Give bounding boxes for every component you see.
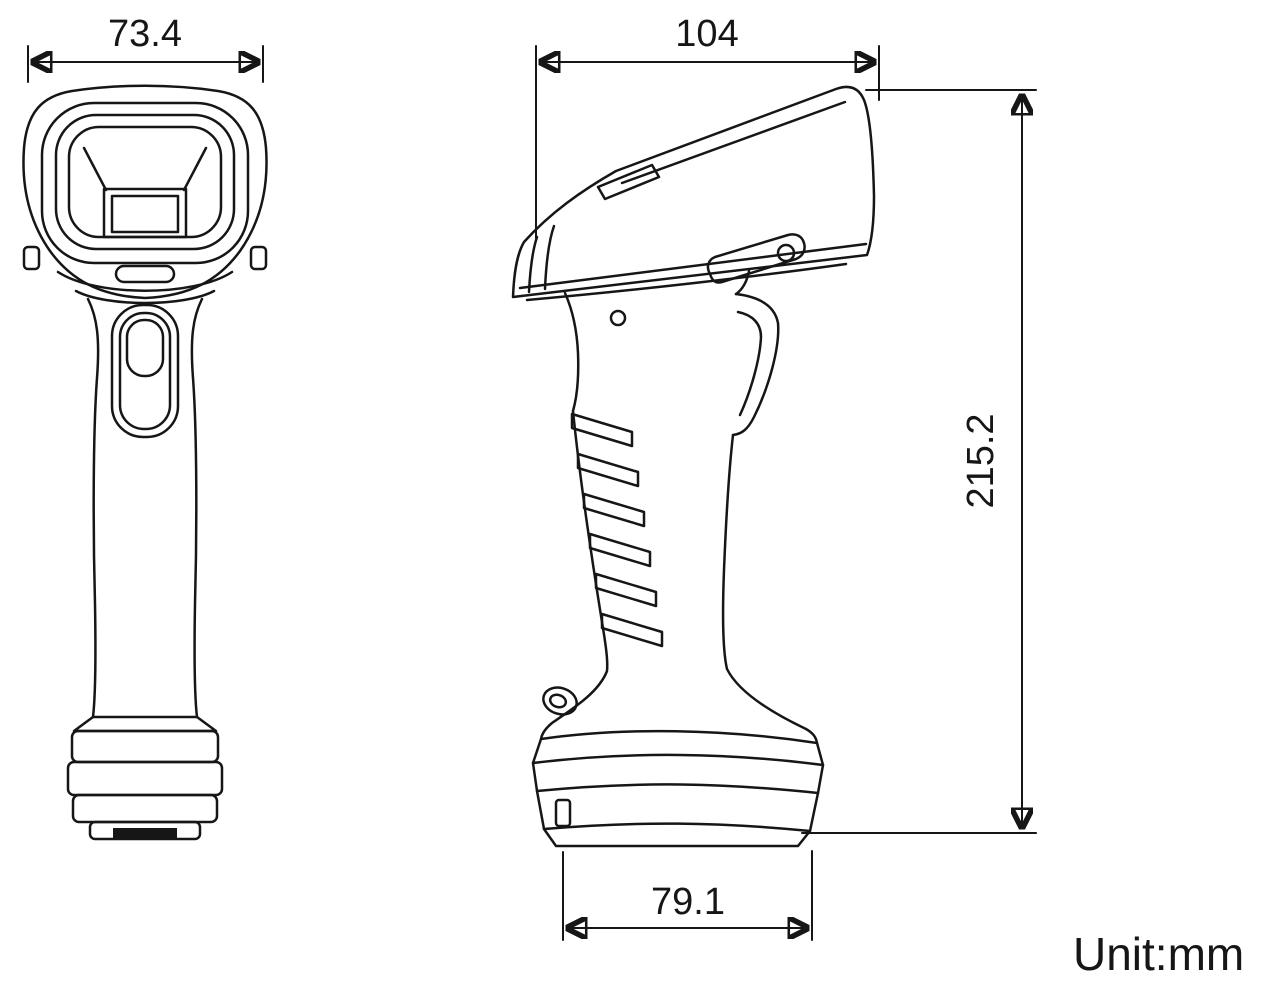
front-engine xyxy=(102,187,188,239)
side-head-band-upper xyxy=(518,242,868,290)
side-grip-ridge-5 xyxy=(594,572,658,608)
front-right-side-tab xyxy=(249,245,268,271)
side-panel-screw xyxy=(776,243,796,263)
front-scan-window-inner xyxy=(67,125,223,239)
side-scan-window-line-2 xyxy=(543,224,556,291)
front-speaker-slot xyxy=(114,264,176,284)
side-service-panel xyxy=(706,233,806,284)
side-grip-ridge-2 xyxy=(576,452,640,488)
dim-front-width-label: 73.4 xyxy=(108,13,182,55)
side-view xyxy=(511,85,876,848)
dim-height: 215.2 xyxy=(801,89,1037,834)
front-connector-contacts xyxy=(113,828,177,838)
side-handle-right-edge xyxy=(721,433,819,745)
front-handle-left-edge xyxy=(86,297,100,719)
side-grip-ridge-1 xyxy=(570,412,634,448)
front-base-neck xyxy=(72,715,218,733)
side-trigger-inner xyxy=(736,310,763,417)
front-engine-left-edge xyxy=(82,146,108,192)
side-handle-front-top xyxy=(734,269,751,296)
front-base-band-3 xyxy=(71,793,219,824)
side-grip-ridge-4 xyxy=(588,532,652,568)
dim-front-width: 73.4 xyxy=(27,13,264,83)
side-trigger-outer xyxy=(731,292,780,437)
side-base-outline xyxy=(531,729,825,848)
side-head-top-slot xyxy=(596,163,661,201)
front-handle-right-edge xyxy=(190,297,204,719)
front-collar-seam-inner xyxy=(74,289,216,305)
front-engine-inner xyxy=(110,194,180,234)
front-base-foot xyxy=(88,820,202,841)
side-base-line-2 xyxy=(535,783,820,795)
front-handle-button xyxy=(125,318,165,378)
front-collar-seam-outer xyxy=(56,270,234,292)
dim-side-length-label: 104 xyxy=(675,13,738,55)
front-scan-window-outer xyxy=(54,113,236,251)
front-head-outline xyxy=(22,84,268,300)
side-scan-window-line-1 xyxy=(527,235,539,294)
side-head-band-lower xyxy=(525,262,848,302)
side-head-outline xyxy=(511,85,876,299)
side-handle-left-edge xyxy=(563,291,580,413)
front-base-band-2 xyxy=(66,760,224,797)
side-base-line-3 xyxy=(542,822,812,833)
side-head-top-seam xyxy=(620,100,847,185)
side-lanyard-loop-outer xyxy=(542,686,578,716)
side-base-line-1 xyxy=(531,753,825,767)
dim-height-label: 215.2 xyxy=(960,413,1002,508)
side-grip-ridge-3 xyxy=(582,492,646,528)
side-handle-left-lower xyxy=(539,409,609,741)
side-housing-screw xyxy=(609,309,627,327)
dimensions: 73.4 104 215.2 79.1 Unit:mm xyxy=(27,13,1244,980)
dim-side-length: 104 xyxy=(535,13,880,239)
side-lanyard-loop-inner xyxy=(548,693,568,709)
front-handle-panel-inner xyxy=(118,311,172,431)
dim-base-width: 79.1 xyxy=(562,850,813,941)
front-handle-panel-outer xyxy=(110,303,180,439)
side-base-port xyxy=(554,798,572,828)
dim-base-width-label: 79.1 xyxy=(651,881,725,923)
front-engine-right-edge xyxy=(182,146,208,192)
front-view xyxy=(22,84,268,841)
front-left-side-tab xyxy=(22,245,41,271)
side-grip-ridge-6 xyxy=(600,612,664,648)
front-head-rim xyxy=(40,101,250,265)
unit-label: Unit:mm xyxy=(1073,928,1244,980)
front-base-band-1 xyxy=(70,729,220,764)
